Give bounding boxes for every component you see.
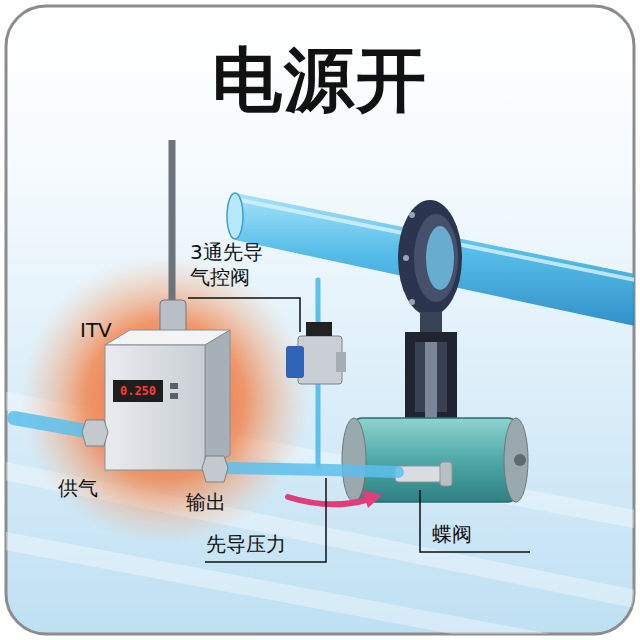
- itv-regulator: [82, 140, 230, 482]
- display-reading: 0.250: [120, 385, 156, 397]
- port-label: 供气: [58, 476, 98, 501]
- part-label: ITV: [80, 318, 112, 343]
- main-pipe: [235, 193, 634, 327]
- pilot-valve: [286, 322, 346, 384]
- highlight-glow: [20, 255, 310, 545]
- actuator: [342, 418, 528, 502]
- butterfly-valve: [398, 200, 462, 422]
- part-label: 蝶阀: [432, 522, 472, 547]
- port-label: 输出: [186, 490, 226, 515]
- leader-lines: [188, 298, 530, 562]
- title: 电源开: [0, 42, 640, 119]
- signal-label: 先导压力: [206, 532, 286, 557]
- flow-arrow: [288, 490, 382, 508]
- part-label: 3通先导 气控阀: [190, 240, 278, 290]
- air-tubes: [14, 280, 398, 472]
- display-screen: [113, 380, 163, 402]
